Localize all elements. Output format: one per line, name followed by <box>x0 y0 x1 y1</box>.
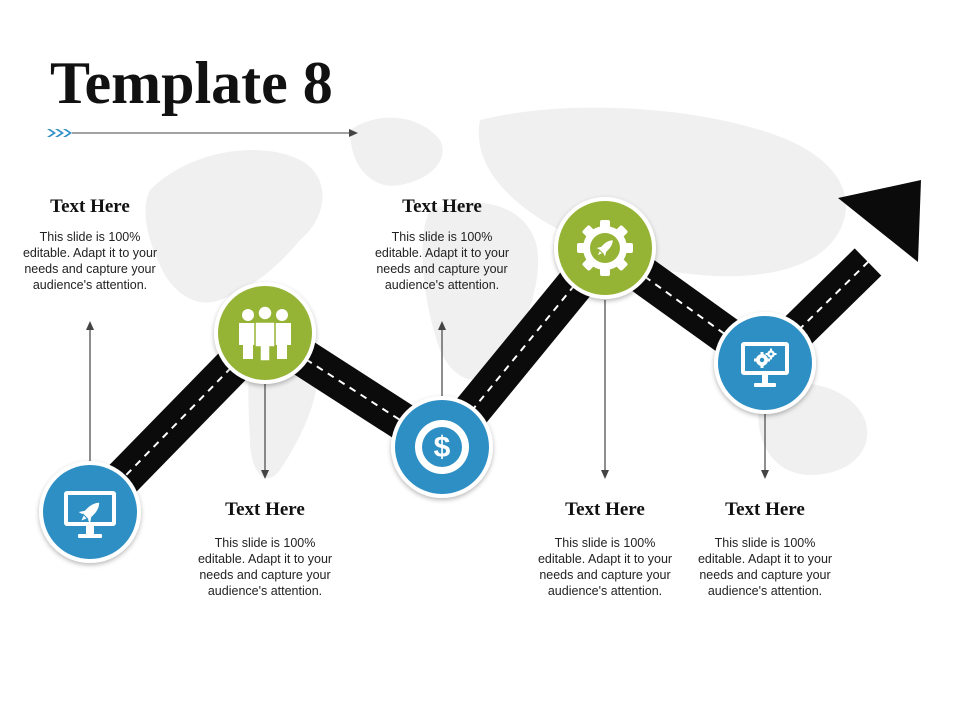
step-4-node <box>554 197 656 299</box>
step-5-heading: Text Here <box>725 499 805 520</box>
step-1-description: This slide is 100% editable. Adapt it to… <box>22 230 158 292</box>
step-4-description: This slide is 100% editable. Adapt it to… <box>537 536 673 598</box>
step-3-heading: Text Here <box>402 196 482 217</box>
gear-rocket-icon <box>577 220 633 276</box>
title-underline-arrow <box>47 129 358 137</box>
step-3-description: This slide is 100% editable. Adapt it to… <box>374 230 510 292</box>
step-1-node <box>39 461 141 563</box>
connector-arrows <box>86 300 769 479</box>
step-5-description: This slide is 100% editable. Adapt it to… <box>697 536 833 598</box>
dollar-coin-icon: $ <box>415 420 469 474</box>
step-4-heading: Text Here <box>565 499 645 520</box>
monitor-gears-icon <box>741 342 789 387</box>
step-2-description: This slide is 100% editable. Adapt it to… <box>197 536 333 598</box>
monitor-rocket-icon <box>64 491 116 538</box>
svg-text:$: $ <box>434 431 451 464</box>
step-2-node <box>214 282 316 384</box>
step-1-heading: Text Here <box>50 196 130 217</box>
step-5-node <box>714 312 816 414</box>
page-title: Template 8 <box>50 50 333 116</box>
step-3-node: $ <box>391 396 493 498</box>
team-icon <box>239 305 291 362</box>
step-2-heading: Text Here <box>225 499 305 520</box>
road-arrowhead-icon <box>838 180 921 262</box>
